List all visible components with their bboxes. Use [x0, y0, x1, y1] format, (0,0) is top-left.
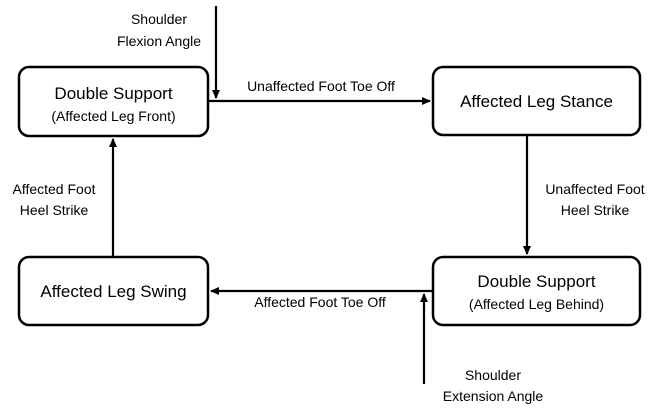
- state-box-double-support-behind: [431, 255, 642, 327]
- label-shoulder-extension-line1: Shoulder: [465, 367, 521, 383]
- label-shoulder-flexion-line2: Flexion Angle: [117, 33, 201, 49]
- label-affected-heel-strike-line1: Affected Foot: [12, 181, 95, 197]
- state-double-support-behind: Double Support (Affected Leg Behind): [431, 255, 642, 327]
- label-unaffected-heel-strike-line2: Heel Strike: [561, 202, 630, 218]
- transition-unaffected-heel-strike: Unaffected Foot Heel Strike: [523, 135, 645, 255]
- input-shoulder-extension: Shoulder Extension Angle: [420, 293, 544, 404]
- transition-affected-heel-strike: Affected Foot Heel Strike: [12, 138, 117, 257]
- state-label-double-support-front-line1: Double Support: [54, 84, 172, 103]
- label-unaffected-heel-strike-line1: Unaffected Foot: [545, 181, 644, 197]
- state-double-support-front: Double Support (Affected Leg Front): [17, 65, 210, 138]
- transition-affected-toe-off: Affected Foot Toe Off: [210, 287, 433, 310]
- label-shoulder-extension-line2: Extension Angle: [443, 388, 544, 404]
- state-label-affected-leg-stance: Affected Leg Stance: [460, 92, 613, 111]
- state-label-double-support-behind-line2: (Affected Leg Behind): [469, 296, 604, 312]
- input-shoulder-flexion: Shoulder Flexion Angle: [117, 6, 220, 99]
- state-affected-leg-stance: Affected Leg Stance: [431, 65, 642, 137]
- state-label-double-support-front-line2: (Affected Leg Front): [51, 108, 175, 124]
- label-unaffected-toe-off: Unaffected Foot Toe Off: [247, 78, 395, 94]
- state-label-affected-leg-swing: Affected Leg Swing: [40, 282, 186, 301]
- label-affected-toe-off: Affected Foot Toe Off: [254, 294, 386, 310]
- state-affected-leg-swing: Affected Leg Swing: [17, 255, 210, 327]
- transition-unaffected-toe-off: Unaffected Foot Toe Off: [208, 78, 431, 105]
- state-box-affected-leg-stance: [431, 65, 642, 137]
- state-label-double-support-behind-line1: Double Support: [477, 272, 595, 291]
- label-affected-heel-strike-line2: Heel Strike: [20, 202, 89, 218]
- label-shoulder-flexion-line1: Shoulder: [131, 11, 187, 27]
